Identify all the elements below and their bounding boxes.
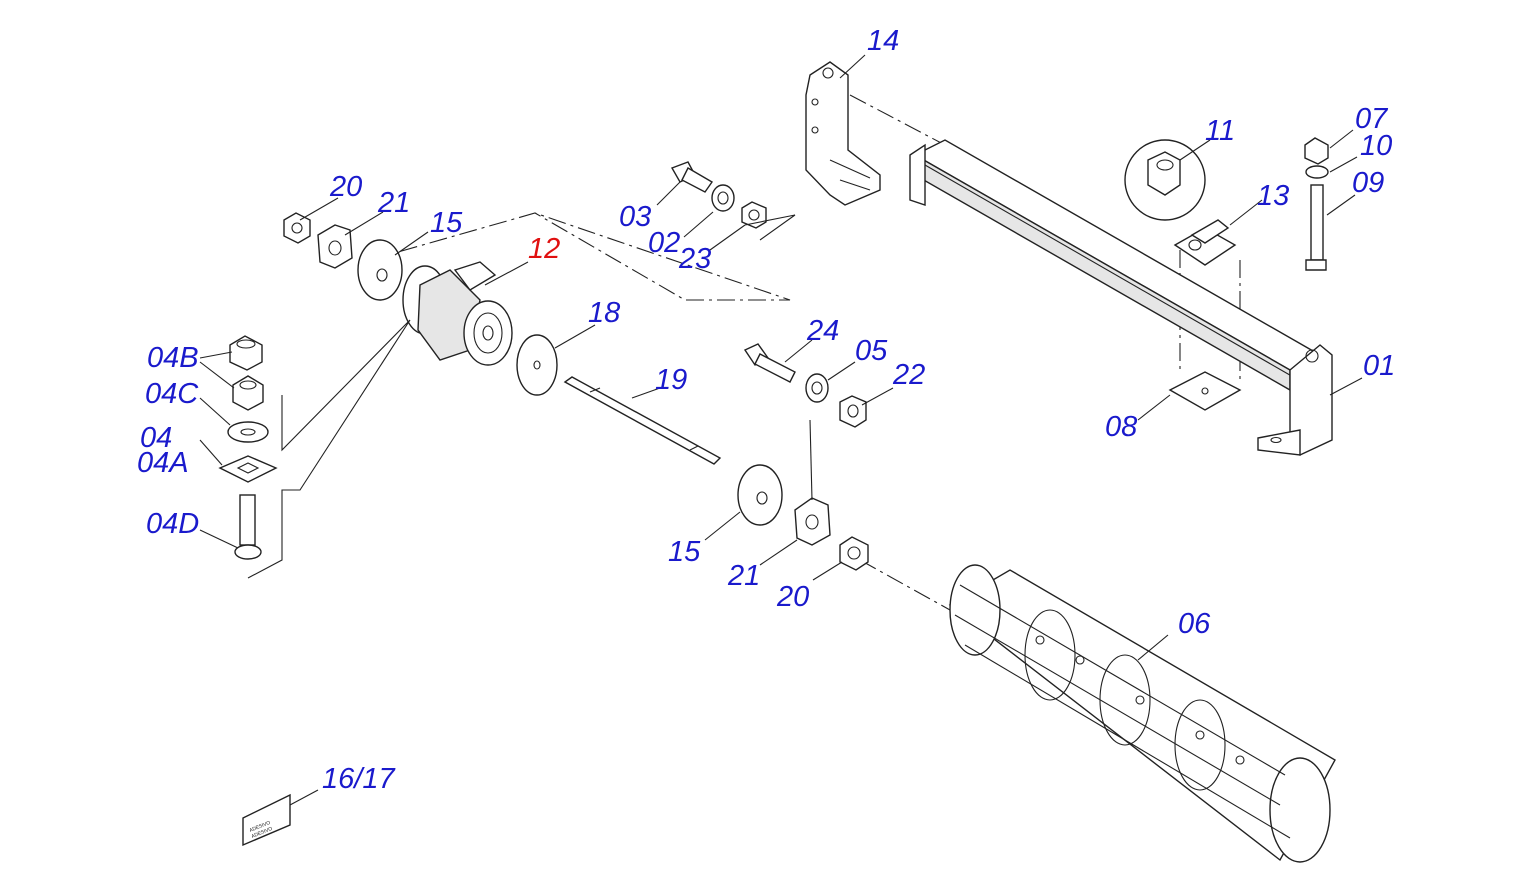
label-02: 02 — [648, 227, 680, 259]
part-20-nut-left — [283, 212, 311, 244]
part-21-lockplate-left — [317, 224, 353, 269]
part-12-gearbox — [402, 261, 513, 366]
label-03: 03 — [619, 201, 651, 233]
label-21-lower: 21 — [727, 560, 760, 592]
label-04: 04 — [140, 422, 172, 454]
part-04c-nut — [232, 375, 264, 411]
label-04B: 04B — [147, 342, 199, 374]
label-15: 15 — [430, 207, 463, 239]
part-04-group-line — [247, 319, 411, 579]
part-10-washer — [1305, 165, 1329, 179]
part-06-cage-roller — [948, 564, 1336, 863]
label-21: 21 — [377, 187, 410, 219]
part-04d-bolt — [234, 494, 262, 560]
part-04-washer — [227, 421, 269, 443]
part-21-lockplate-right — [794, 497, 831, 546]
label-14: 14 — [867, 25, 899, 57]
part-09-bolt — [1305, 184, 1327, 271]
part-24-bolt — [743, 343, 796, 383]
label-08: 08 — [1105, 411, 1137, 443]
part-20-nut-right — [839, 536, 869, 571]
part-15-cam-left — [357, 239, 403, 301]
leader-lines — [199, 54, 1363, 806]
part-02-washer — [711, 184, 735, 212]
part-05-washer — [805, 373, 829, 403]
label-24: 24 — [806, 315, 839, 347]
label-10: 10 — [1360, 130, 1392, 162]
part-15-cam-right — [737, 464, 783, 526]
part-07-nut — [1304, 137, 1329, 165]
part-13-clamp — [1173, 219, 1237, 266]
label-22: 22 — [892, 359, 925, 391]
label-09: 09 — [1352, 167, 1384, 199]
part-01-frame-beam — [909, 139, 1333, 456]
label-12: 12 — [528, 233, 560, 265]
part-22-nut — [839, 395, 867, 428]
label-13: 13 — [1257, 180, 1289, 212]
label-20-lower: 20 — [776, 581, 809, 613]
label-01: 01 — [1363, 350, 1395, 382]
bracket-group-line — [744, 214, 796, 241]
part-04a-square-washer — [218, 455, 278, 483]
part-03-bolt — [670, 161, 714, 193]
label-04C: 04C — [145, 378, 199, 410]
label-20: 20 — [329, 171, 362, 203]
part-19-shaft — [563, 376, 722, 465]
callout-labels: 14 20 21 15 12 03 02 23 11 13 07 10 09 1… — [137, 25, 1395, 795]
part-14-bracket — [805, 61, 881, 206]
label-19: 19 — [655, 364, 687, 396]
part-18-disc — [516, 334, 558, 396]
label-06: 06 — [1178, 608, 1211, 640]
label-04D: 04D — [146, 508, 199, 540]
label-11: 11 — [1205, 115, 1235, 147]
part-16-17-decal: ADESIVO ADESIVO — [242, 793, 291, 847]
label-18: 18 — [588, 297, 620, 329]
label-04A: 04A — [137, 447, 189, 479]
label-05: 05 — [855, 335, 888, 367]
label-15-lower: 15 — [668, 536, 701, 568]
label-23: 23 — [678, 243, 711, 275]
label-07: 07 — [1355, 103, 1389, 135]
label-16-17: 16/17 — [322, 763, 396, 795]
part-11-detail-bubble — [1124, 139, 1206, 221]
part-08-plate — [1168, 371, 1242, 411]
part-04b-nut — [229, 335, 263, 371]
part-23-nut — [741, 201, 767, 229]
